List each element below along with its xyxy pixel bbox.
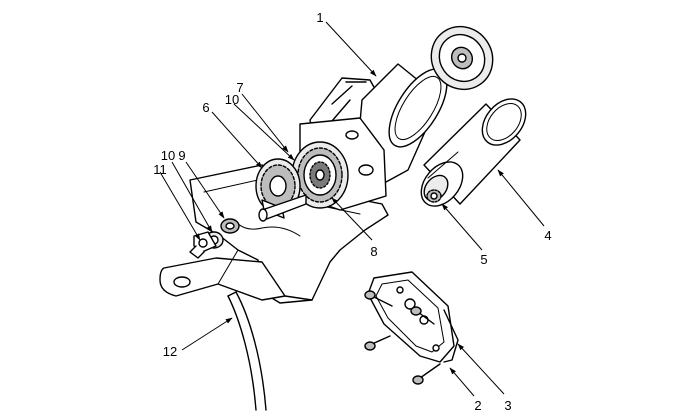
shaft <box>235 194 307 237</box>
callout-label-7: 7 <box>236 80 243 95</box>
leader-6 <box>211 111 263 169</box>
pinion-gear <box>426 189 442 203</box>
leader-9 <box>185 161 225 219</box>
callout-labels: 1 2 3 4 5 6 7 8 9 10 10 11 12 <box>153 10 551 413</box>
leader-3 <box>457 343 505 395</box>
leader-11 <box>159 171 201 241</box>
leader-10a <box>233 103 295 161</box>
callout-label-1: 1 <box>316 10 323 25</box>
spur-gear <box>255 158 301 219</box>
leader-1 <box>325 21 377 77</box>
leader-4 <box>497 169 545 227</box>
cable <box>227 291 267 411</box>
leader-8 <box>331 197 373 241</box>
callout-label-4: 4 <box>544 228 551 243</box>
leader-lines <box>159 21 545 397</box>
leader-2 <box>449 367 475 397</box>
callout-label-10-washer: 10 <box>161 148 175 163</box>
callout-label-6: 6 <box>202 100 209 115</box>
callout-label-10-gear: 10 <box>225 92 239 107</box>
callout-label-12: 12 <box>163 344 177 359</box>
callout-label-9: 9 <box>178 148 185 163</box>
cap <box>430 25 494 91</box>
callout-label-5: 5 <box>480 252 487 267</box>
bolts <box>364 290 441 385</box>
leader-5 <box>441 203 483 251</box>
cover-plate <box>367 271 459 363</box>
callout-label-8: 8 <box>370 244 377 259</box>
leader-7 <box>241 93 289 153</box>
nut-and-washers <box>189 218 240 259</box>
leader-12 <box>181 317 233 351</box>
callout-label-11: 11 <box>153 162 167 177</box>
callout-label-2: 2 <box>474 398 481 413</box>
callout-label-3: 3 <box>504 398 511 413</box>
ring-gear <box>291 141 349 209</box>
leader-10b <box>171 161 213 233</box>
